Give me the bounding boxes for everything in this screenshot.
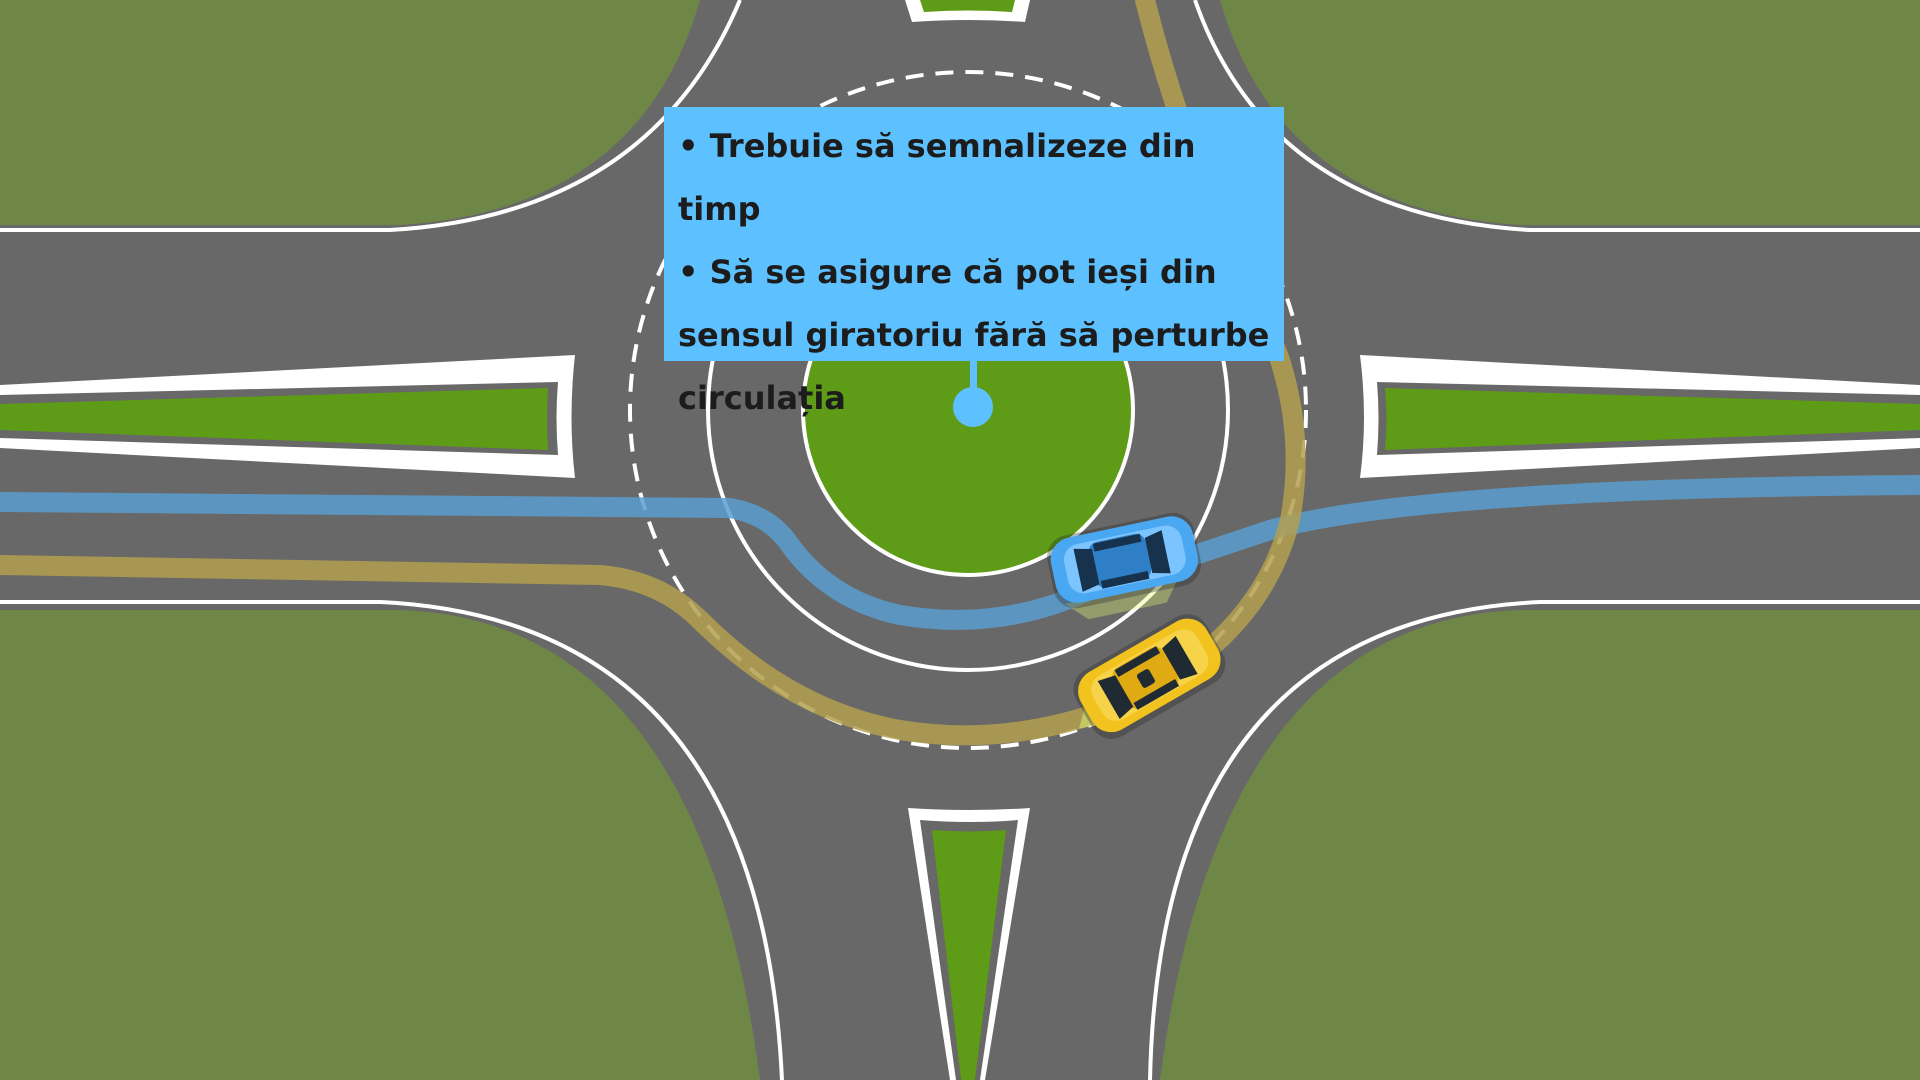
splitter-island-west [0,355,575,478]
splitter-island-north [905,0,1030,22]
callout-pointer [953,355,993,427]
splitter-island-east [1360,355,1920,478]
callout-line-3: sensul giratoriu fără să perturbe [678,316,1270,354]
callout-line-1: • Trebuie să semnalizeze din timp [678,127,1196,228]
callout-line-4: circulația [678,379,846,417]
car-blue-icon [1047,512,1202,620]
splitter-island-south [908,808,1030,1080]
callout-line-2: • Să se asigure că pot ieși din [678,253,1217,291]
info-callout: • Trebuie să semnalizeze din timp • Să s… [664,107,1284,417]
car-yellow-icon [1073,614,1226,739]
